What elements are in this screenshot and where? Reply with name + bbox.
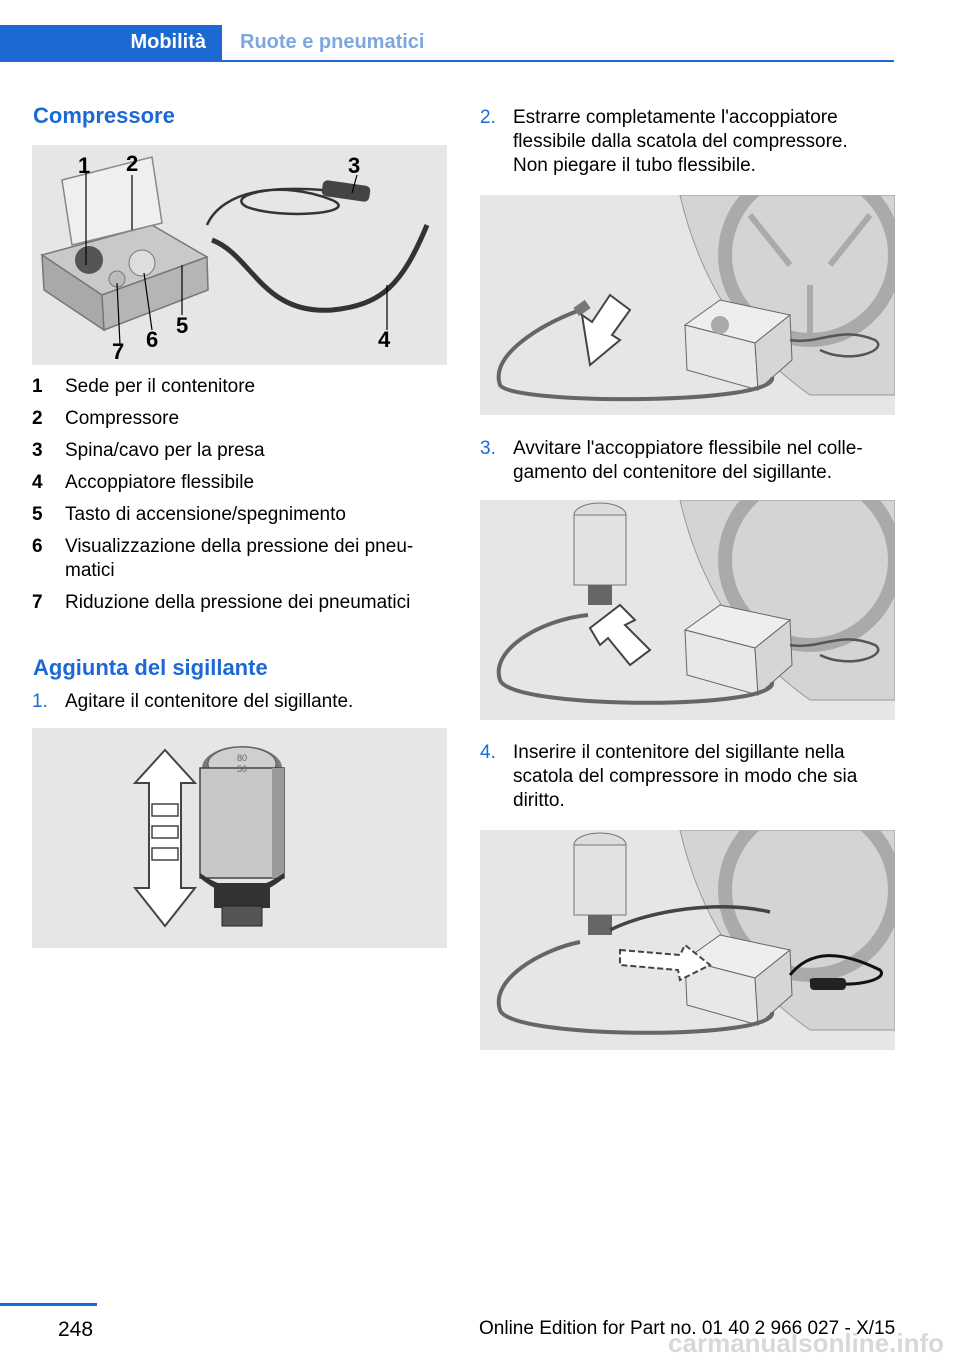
tab-ruote-e-pneumatici[interactable]: Ruote e pneumatici [240, 31, 425, 53]
figure-label-5: 5 [176, 313, 188, 338]
compressor-illustration: 1 2 3 4 5 6 7 [40, 151, 430, 364]
shake-bottle-illustration: 80 50 [132, 746, 285, 928]
figure-label-1: 1 [78, 153, 90, 178]
section-title-compressore: Compressore [33, 103, 175, 128]
figure-label-4: 4 [378, 327, 391, 352]
insert-bottle-illustration [496, 830, 895, 1035]
section-title-aggiunta: Aggiunta del sigillante [33, 655, 268, 680]
extract-hose-figure [480, 195, 895, 415]
insert-bottle-figure [480, 830, 895, 1050]
tab-mobilita[interactable]: Mobilità [0, 25, 222, 60]
figure-label-2: 2 [126, 151, 138, 176]
shake-bottle-figure: 80 50 [32, 728, 447, 948]
extract-hose-illustration [496, 195, 895, 402]
step-2: 2. Estrarre completamente l'accoppiatore… [480, 107, 848, 176]
figure-label-7: 7 [112, 339, 124, 364]
screw-hose-illustration [496, 500, 895, 705]
bottle-label: 80 [237, 753, 247, 763]
screw-hose-figure [480, 500, 895, 720]
page-number: 248 [58, 1318, 94, 1341]
chapter-header: Mobilità Ruote e pneumatici [0, 25, 894, 62]
footer-rule [0, 1303, 97, 1306]
svg-text:50: 50 [237, 764, 247, 774]
figure-label-3: 3 [348, 153, 360, 178]
watermark: carmanualsonline.info [668, 1328, 944, 1358]
step-4: 4. Inserire il contenitore del sigillant… [480, 742, 858, 811]
header-rule [0, 60, 894, 62]
compressor-figure: 1 2 3 4 5 6 7 [32, 145, 447, 365]
figure-label-6: 6 [146, 327, 158, 352]
step-3: 3. Avvitare l'accoppiatore flessibile ne… [480, 438, 863, 483]
edition-text: Online Edition for Part no. 01 40 2 966 … [479, 1318, 896, 1339]
step-1: 1. Agitare il contenitore del sigillante… [32, 691, 354, 712]
